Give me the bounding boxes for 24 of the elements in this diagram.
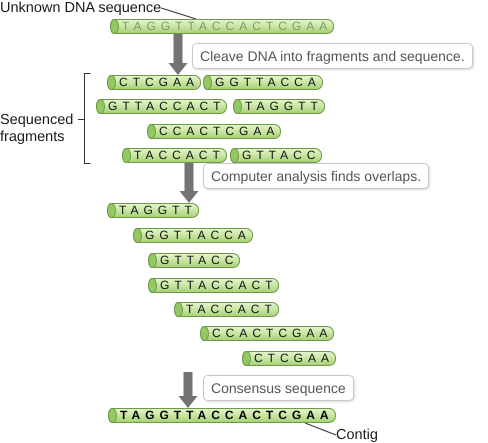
dna-segment: GTTACCACT: [96, 99, 228, 114]
dna-segment: GGTTACCA: [203, 75, 323, 90]
dna-segment: GTTACC: [230, 148, 322, 163]
step-callout: Consensus sequence: [203, 375, 354, 401]
dna-segment: TACCACT: [174, 302, 279, 317]
dna-segment: TAGGTTACCACTCGAA: [110, 19, 334, 34]
step-callout: Cleave DNA into fragments and sequence.: [192, 43, 473, 69]
dna-segment: GGTTACCA: [133, 228, 253, 243]
dna-segment: GTTACCACT: [148, 278, 280, 293]
leader-line: [304, 422, 336, 436]
bracket-label: Sequenced fragments: [0, 112, 74, 146]
leader-label: Unknown DNA sequence: [0, 0, 162, 16]
dna-segment: TAGGTT: [233, 99, 325, 114]
dna-segment: TACCACT: [122, 148, 227, 163]
dna-segment: CTCGAA: [107, 75, 202, 90]
leader-line: [160, 8, 196, 20]
dna-segment: TAGGTT: [107, 203, 199, 218]
dna-segment: CCACTCGAA: [200, 326, 334, 341]
leader-label: Contig: [336, 427, 378, 443]
dna-segment: CTCGAA: [242, 351, 336, 366]
dna-segment: TAGGTTACCACTCGAA: [108, 408, 336, 423]
dna-segment: GTTACC: [148, 253, 240, 268]
dna-segment: CCACTCGAA: [147, 124, 282, 139]
step-callout: Computer analysis finds overlaps.: [203, 163, 430, 189]
